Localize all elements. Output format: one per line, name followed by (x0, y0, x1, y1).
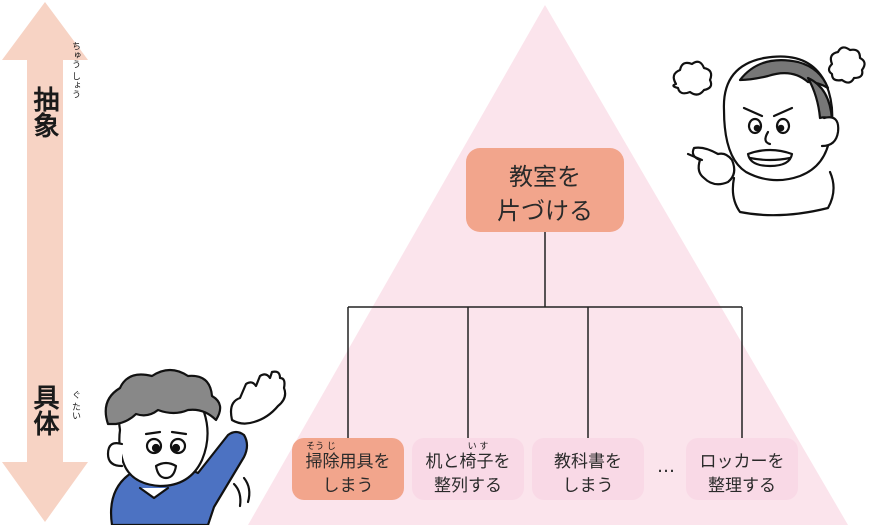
child-node-line-2: しまう (563, 476, 614, 496)
boy-brow-left (144, 430, 162, 436)
man-ear (820, 116, 840, 148)
child-node-ruby: そう じ (306, 441, 336, 452)
child-node-1: そう じ 掃除用具を しまう (292, 438, 404, 500)
child-node-line-1: 掃除用具を (306, 452, 391, 472)
root-node-line-1: 教室を (509, 163, 581, 191)
man-brow-right (772, 106, 794, 118)
child-node-box (686, 438, 798, 500)
man-teeth (748, 156, 792, 162)
axis-top-label: 抽象 (29, 86, 59, 138)
child-node-box (532, 438, 644, 500)
boy-collar (138, 486, 170, 500)
child-node-line-2: 整理する (708, 476, 776, 496)
man-pupil-left (753, 124, 761, 132)
child-node-ruby: い す (468, 441, 489, 452)
ellipsis: … (657, 456, 675, 477)
wave-motion-line (242, 476, 251, 504)
double-arrow (2, 2, 88, 522)
boy-hair (104, 368, 222, 426)
abstraction-axis: 抽象 ちゅう しょう 具体 ぐ たい (2, 2, 88, 522)
man-nose (764, 130, 772, 146)
root-node: 教室を 片づける (466, 148, 624, 232)
child-node-box (292, 438, 404, 500)
child-node-line-1: ロッカーを (700, 452, 785, 472)
steam-puff-left (672, 60, 713, 96)
man-brow-left (742, 106, 764, 118)
child-node-box (412, 438, 524, 500)
man-hair (738, 59, 830, 90)
steam-puff-right (827, 46, 866, 84)
wave-motion-line (232, 482, 242, 508)
root-node-line-2: 片づける (497, 197, 593, 225)
thinking-man-illustration (672, 46, 866, 217)
child-node-3: 教科書を しまう (532, 438, 644, 500)
child-node-line-1: 机と椅子を (426, 452, 511, 472)
man-pupil-right (777, 124, 785, 132)
shoulders (731, 170, 835, 217)
man-finger (686, 152, 704, 162)
root-node-box (466, 148, 624, 232)
pyramid-background (248, 5, 848, 525)
child-node-line-2: 整列する (434, 476, 502, 496)
boy-waving-illustration (104, 368, 287, 525)
axis-bottom-label: 具体 (29, 384, 59, 436)
boy-brow-right (170, 430, 188, 436)
boy-ear (106, 442, 124, 468)
man-hand (691, 146, 736, 186)
axis-bottom-ruby: ぐ たい (70, 390, 81, 420)
man-mouth (746, 148, 794, 168)
boy-pupil-left (151, 443, 161, 453)
child-node-2: い す 机と椅子を 整列する (412, 438, 524, 500)
tree-connectors (347, 232, 743, 438)
child-node-4: ロッカーを 整理する (686, 438, 798, 500)
boy-mouth (154, 461, 178, 480)
boy-pupil-right (171, 443, 181, 453)
boy-hand (229, 370, 287, 425)
child-node-line-2: しまう (323, 476, 374, 496)
child-node-line-1: 教科書を (554, 452, 622, 472)
axis-top-ruby: ちゅう しょう (70, 41, 80, 98)
